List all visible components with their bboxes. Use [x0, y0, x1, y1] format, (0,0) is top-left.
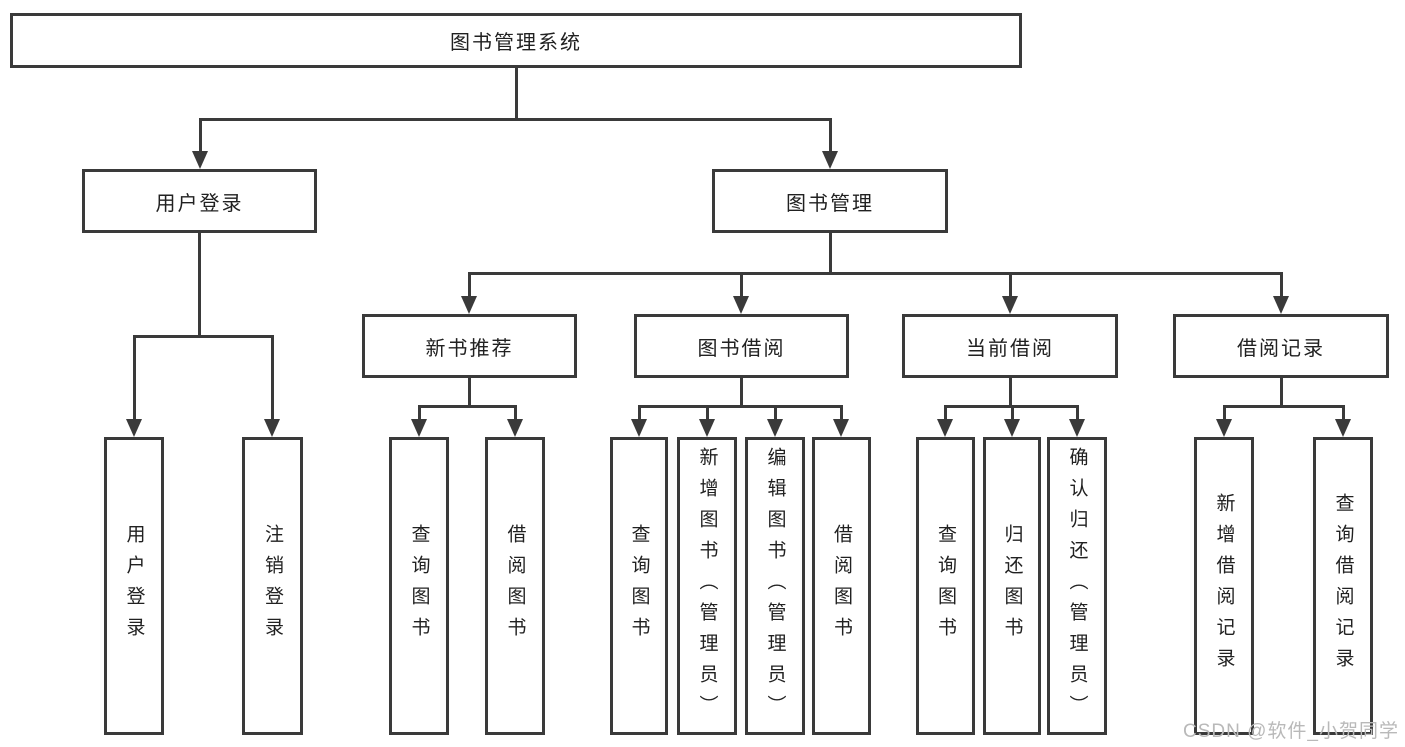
leaf-confirm-return-admin-label: 确认归还（管理员）	[1066, 446, 1088, 726]
node-book-borrow: 图书借阅	[634, 314, 849, 378]
node-root: 图书管理系统	[10, 13, 1022, 68]
leaf-edit-books-admin-label: 编辑图书（管理员）	[764, 446, 786, 726]
leaf-query-borrow-record-label: 查询借阅记录	[1332, 493, 1354, 679]
leaf-query-books-3: 查询图书	[916, 437, 975, 735]
node-borrow-records: 借阅记录	[1173, 314, 1389, 378]
node-user-login: 用户登录	[82, 169, 317, 233]
connector-line	[199, 118, 832, 121]
connector-line	[133, 335, 136, 419]
connector-line	[706, 405, 709, 419]
arrow-down-icon	[192, 151, 208, 169]
arrow-down-icon	[461, 296, 477, 314]
leaf-query-books-1-label: 查询图书	[408, 524, 430, 648]
connector-line	[198, 233, 201, 335]
arrow-down-icon	[767, 419, 783, 437]
arrow-down-icon	[937, 419, 953, 437]
connector-line	[1223, 405, 1345, 408]
arrow-down-icon	[1335, 419, 1351, 437]
arrow-down-icon	[507, 419, 523, 437]
leaf-user-login-label: 用户登录	[123, 524, 145, 648]
leaf-add-books-admin-label: 新增图书（管理员）	[696, 446, 718, 726]
connector-line	[468, 378, 471, 405]
arrow-down-icon	[1002, 296, 1018, 314]
node-book-management: 图书管理	[712, 169, 948, 233]
connector-line	[418, 405, 517, 408]
connector-line	[1280, 272, 1283, 296]
leaf-confirm-return-admin: 确认归还（管理员）	[1047, 437, 1107, 735]
leaf-borrow-books-1: 借阅图书	[485, 437, 545, 735]
connector-line	[840, 405, 843, 419]
leaf-query-books-2: 查询图书	[610, 437, 668, 735]
connector-line	[514, 405, 517, 419]
connector-line	[829, 118, 832, 152]
connector-line	[271, 335, 274, 419]
leaf-query-books-1: 查询图书	[389, 437, 449, 735]
leaf-logout-label: 注销登录	[262, 524, 283, 648]
leaf-borrow-books-2: 借阅图书	[812, 437, 871, 735]
connector-line	[199, 118, 202, 152]
arrow-down-icon	[1273, 296, 1289, 314]
connector-line	[740, 378, 743, 405]
node-root-label: 图书管理系统	[450, 32, 582, 54]
leaf-user-login: 用户登录	[104, 437, 164, 735]
node-new-book-recommend: 新书推荐	[362, 314, 577, 378]
connector-line	[1223, 405, 1226, 419]
connector-line	[418, 405, 421, 419]
connector-line	[515, 68, 518, 118]
node-current-borrow: 当前借阅	[902, 314, 1118, 378]
leaf-add-borrow-record: 新增借阅记录	[1194, 437, 1254, 735]
arrow-down-icon	[126, 419, 142, 437]
leaf-query-books-3-label: 查询图书	[935, 524, 956, 648]
connector-line	[774, 405, 777, 419]
connector-line	[740, 272, 743, 296]
connector-line	[944, 405, 947, 419]
leaf-add-borrow-record-label: 新增借阅记录	[1213, 493, 1235, 679]
leaf-add-books-admin: 新增图书（管理员）	[677, 437, 737, 735]
arrow-down-icon	[1004, 419, 1020, 437]
csdn-watermark: CSDN @软件_小贺同学	[1183, 721, 1399, 742]
connector-line	[468, 272, 471, 296]
arrow-down-icon	[1069, 419, 1085, 437]
leaf-return-books: 归还图书	[983, 437, 1041, 735]
arrow-down-icon	[411, 419, 427, 437]
arrow-down-icon	[833, 419, 849, 437]
connector-line	[1009, 272, 1012, 296]
arrow-down-icon	[822, 151, 838, 169]
leaf-query-borrow-record: 查询借阅记录	[1313, 437, 1373, 735]
leaf-logout: 注销登录	[242, 437, 303, 735]
connector-line	[1342, 405, 1345, 419]
leaf-query-books-2-label: 查询图书	[628, 524, 650, 648]
node-book-borrow-label: 图书借阅	[697, 337, 786, 360]
leaf-borrow-books-1-label: 借阅图书	[504, 524, 526, 648]
connector-line	[1011, 405, 1014, 419]
leaf-return-books-label: 归还图书	[1001, 524, 1023, 648]
arrow-down-icon	[1216, 419, 1232, 437]
connector-line	[133, 335, 274, 338]
leaf-edit-books-admin: 编辑图书（管理员）	[745, 437, 805, 735]
node-new-book-recommend-label: 新书推荐	[425, 337, 514, 360]
connector-line	[638, 405, 843, 408]
arrow-down-icon	[631, 419, 647, 437]
node-borrow-records-label: 借阅记录	[1237, 337, 1325, 360]
connector-line	[638, 405, 641, 419]
connector-line	[1076, 405, 1079, 419]
arrow-down-icon	[733, 296, 749, 314]
node-book-management-label: 图书管理	[786, 192, 874, 215]
arrow-down-icon	[264, 419, 280, 437]
arrow-down-icon	[699, 419, 715, 437]
connector-line	[829, 233, 832, 272]
connector-line	[1280, 378, 1283, 405]
leaf-borrow-books-2-label: 借阅图书	[831, 524, 852, 648]
connector-line	[468, 272, 1283, 275]
connector-line	[1009, 378, 1012, 405]
node-user-login-label: 用户登录	[155, 192, 244, 215]
node-current-borrow-label: 当前借阅	[966, 337, 1054, 360]
